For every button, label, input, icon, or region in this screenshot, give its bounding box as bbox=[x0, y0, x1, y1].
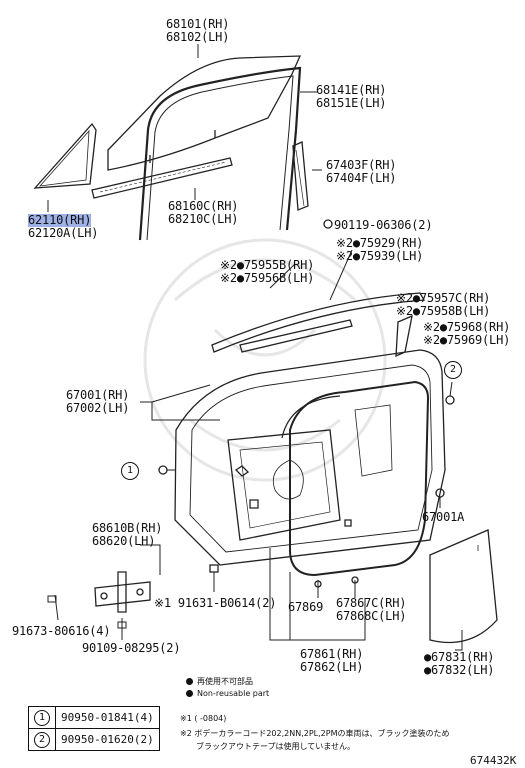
label-bolt-91673: 91673-80616(4) bbox=[12, 624, 111, 638]
note-2a: ※2 ボデーカラーコード202,2NN,2PL,2PMの車両は、ブラック塗装のた… bbox=[180, 729, 450, 738]
label-weatherstrip-67861-rh: 67861(RH) bbox=[300, 647, 364, 661]
label-service-hole-cover-lh: ●67832(LH) bbox=[424, 663, 495, 677]
belt-weatherstrip-outline bbox=[91, 157, 233, 199]
label-moulding-75968-rh: ※2●75968(RH) bbox=[423, 320, 511, 334]
ref-marker-cell: 1 bbox=[28, 706, 56, 729]
label-moulding-75957: ※2●75957C(RH) ※2●75958B(LH) bbox=[396, 292, 490, 318]
door-frame-outer bbox=[174, 349, 446, 566]
ref-marker-cell: 2 bbox=[28, 728, 56, 751]
label-service-hole-cover: ●67831(RH) ●67832(LH) bbox=[424, 651, 494, 677]
label-moulding-75955-rh: ※2●75955B(RH) bbox=[220, 258, 315, 272]
label-weatherstrip-67861: 67861(RH) 67862(LH) bbox=[300, 648, 363, 674]
table-row: 2 90950-01620(2) bbox=[28, 728, 160, 751]
label-weatherstrip-rh: 68160C(RH) bbox=[168, 199, 239, 213]
bullet-dot-icon bbox=[186, 690, 193, 697]
label-quarter-glass-rh[interactable]: 62110(RH) bbox=[28, 213, 92, 227]
label-run-channel: 68141E(RH) 68151E(LH) bbox=[316, 84, 386, 110]
label-weatherstrip-67861-lh: 67862(LH) bbox=[300, 660, 364, 674]
label-run-channel-rh: 68141E(RH) bbox=[316, 83, 387, 97]
door-glass-outline bbox=[107, 55, 302, 171]
watermark-emblem bbox=[143, 238, 387, 482]
table-row: 1 90950-01841(4) bbox=[28, 706, 160, 729]
label-quarter-glass: 62110(RH) 62120A(LH) bbox=[28, 214, 98, 240]
legend-en: Non-reusable part bbox=[186, 689, 269, 698]
label-glass: 68101(RH) 68102(LH) bbox=[166, 18, 229, 44]
label-hinge-lh: 68620(LH) bbox=[92, 534, 156, 548]
moulding-upper-short bbox=[239, 319, 353, 353]
ref-marker-2: 2 bbox=[34, 731, 50, 748]
label-moulding-75957-rh: ※2●75957C(RH) bbox=[396, 291, 491, 305]
ref-part-cell: 90950-01620(2) bbox=[55, 728, 160, 751]
label-quarter-glass-lh: 62120A(LH) bbox=[28, 226, 99, 240]
door-weatherstrip bbox=[289, 380, 430, 577]
legend-jp: 再使用不可部品 bbox=[186, 676, 253, 687]
label-screw-90119: 90119-06306(2) bbox=[334, 218, 433, 232]
label-moulding-75968-lh: ※2●75969(LH) bbox=[423, 333, 511, 347]
moulding-upper-long bbox=[211, 292, 426, 353]
label-service-hole-cover-rh: ●67831(RH) bbox=[424, 650, 495, 664]
glass-tabs bbox=[149, 130, 216, 163]
label-weatherstrip-67867-lh: 67868C(LH) bbox=[336, 609, 407, 623]
label-weatherstrip-67867-rh: 67867C(RH) bbox=[336, 596, 407, 610]
label-weatherstrip: 68160C(RH) 68210C(LH) bbox=[168, 200, 238, 226]
label-moulding-75929-rh: ※2●75929(RH) bbox=[336, 236, 424, 250]
marker-1-callout: 1 bbox=[121, 462, 139, 480]
label-door-panel-lh: 67002(LH) bbox=[66, 401, 130, 415]
label-division-bar-rh: 67403F(RH) bbox=[326, 158, 397, 172]
label-bolt-91631: ※1 91631-B0614(2) bbox=[154, 596, 277, 610]
label-weatherstrip-67867: 67867C(RH) 67868C(LH) bbox=[336, 597, 406, 623]
label-moulding-75929-lh: ※2●75939(LH) bbox=[336, 249, 424, 263]
label-moulding-75968: ※2●75968(RH) ※2●75969(LH) bbox=[423, 321, 510, 347]
label-glass-lh: 68102(LH) bbox=[166, 30, 230, 44]
label-moulding-75957-lh: ※2●75958B(LH) bbox=[396, 304, 491, 318]
label-division-bar-lh: 67404F(LH) bbox=[326, 171, 397, 185]
hinge-assembly bbox=[94, 571, 151, 613]
label-moulding-75955-lh: ※2●75956B(LH) bbox=[220, 271, 315, 285]
division-bar-outline bbox=[292, 141, 309, 211]
bullet-dot-icon bbox=[186, 678, 193, 685]
label-panel-67001a: 67001A bbox=[422, 510, 465, 524]
legend-jp-text: 再使用不可部品 bbox=[197, 677, 253, 686]
label-moulding-75929: ※2●75929(RH) ※2●75939(LH) bbox=[336, 237, 423, 263]
note-2b: ブラックアウトテープは使用していません。 bbox=[196, 742, 356, 751]
legend-en-text: Non-reusable part bbox=[197, 689, 270, 698]
label-run-channel-lh: 68151E(LH) bbox=[316, 96, 387, 110]
quarter-glass-outline bbox=[33, 122, 97, 189]
label-door-panel: 67001(RH) 67002(LH) bbox=[66, 389, 129, 415]
label-part-67869: 67869 bbox=[288, 600, 324, 614]
label-door-panel-rh: 67001(RH) bbox=[66, 388, 130, 402]
moulding-right-strip bbox=[395, 314, 413, 358]
run-channel-outline bbox=[138, 66, 302, 241]
label-moulding-75955: ※2●75955B(RH) ※2●75956B(LH) bbox=[220, 259, 314, 285]
label-hinge: 68610B(RH) 68620(LH) bbox=[92, 522, 162, 548]
ref-part-cell: 90950-01841(4) bbox=[55, 706, 160, 729]
ref-marker-1: 1 bbox=[34, 709, 50, 726]
label-division-bar: 67403F(RH) 67404F(LH) bbox=[326, 159, 396, 185]
marker-2-callout: 2 bbox=[444, 361, 462, 379]
label-bolt-90109: 90109-08295(2) bbox=[82, 641, 181, 655]
diagram-id: 674432K bbox=[470, 754, 517, 767]
reference-table: 1 90950-01841(4) 2 90950-01620(2) bbox=[28, 706, 160, 751]
label-hinge-rh: 68610B(RH) bbox=[92, 521, 163, 535]
note-1: ※1 ( -0804) bbox=[180, 714, 227, 723]
service-hole-cover bbox=[429, 529, 498, 644]
label-glass-rh: 68101(RH) bbox=[166, 17, 230, 31]
label-weatherstrip-lh: 68210C(LH) bbox=[168, 212, 239, 226]
door-inner-panel bbox=[227, 429, 341, 541]
